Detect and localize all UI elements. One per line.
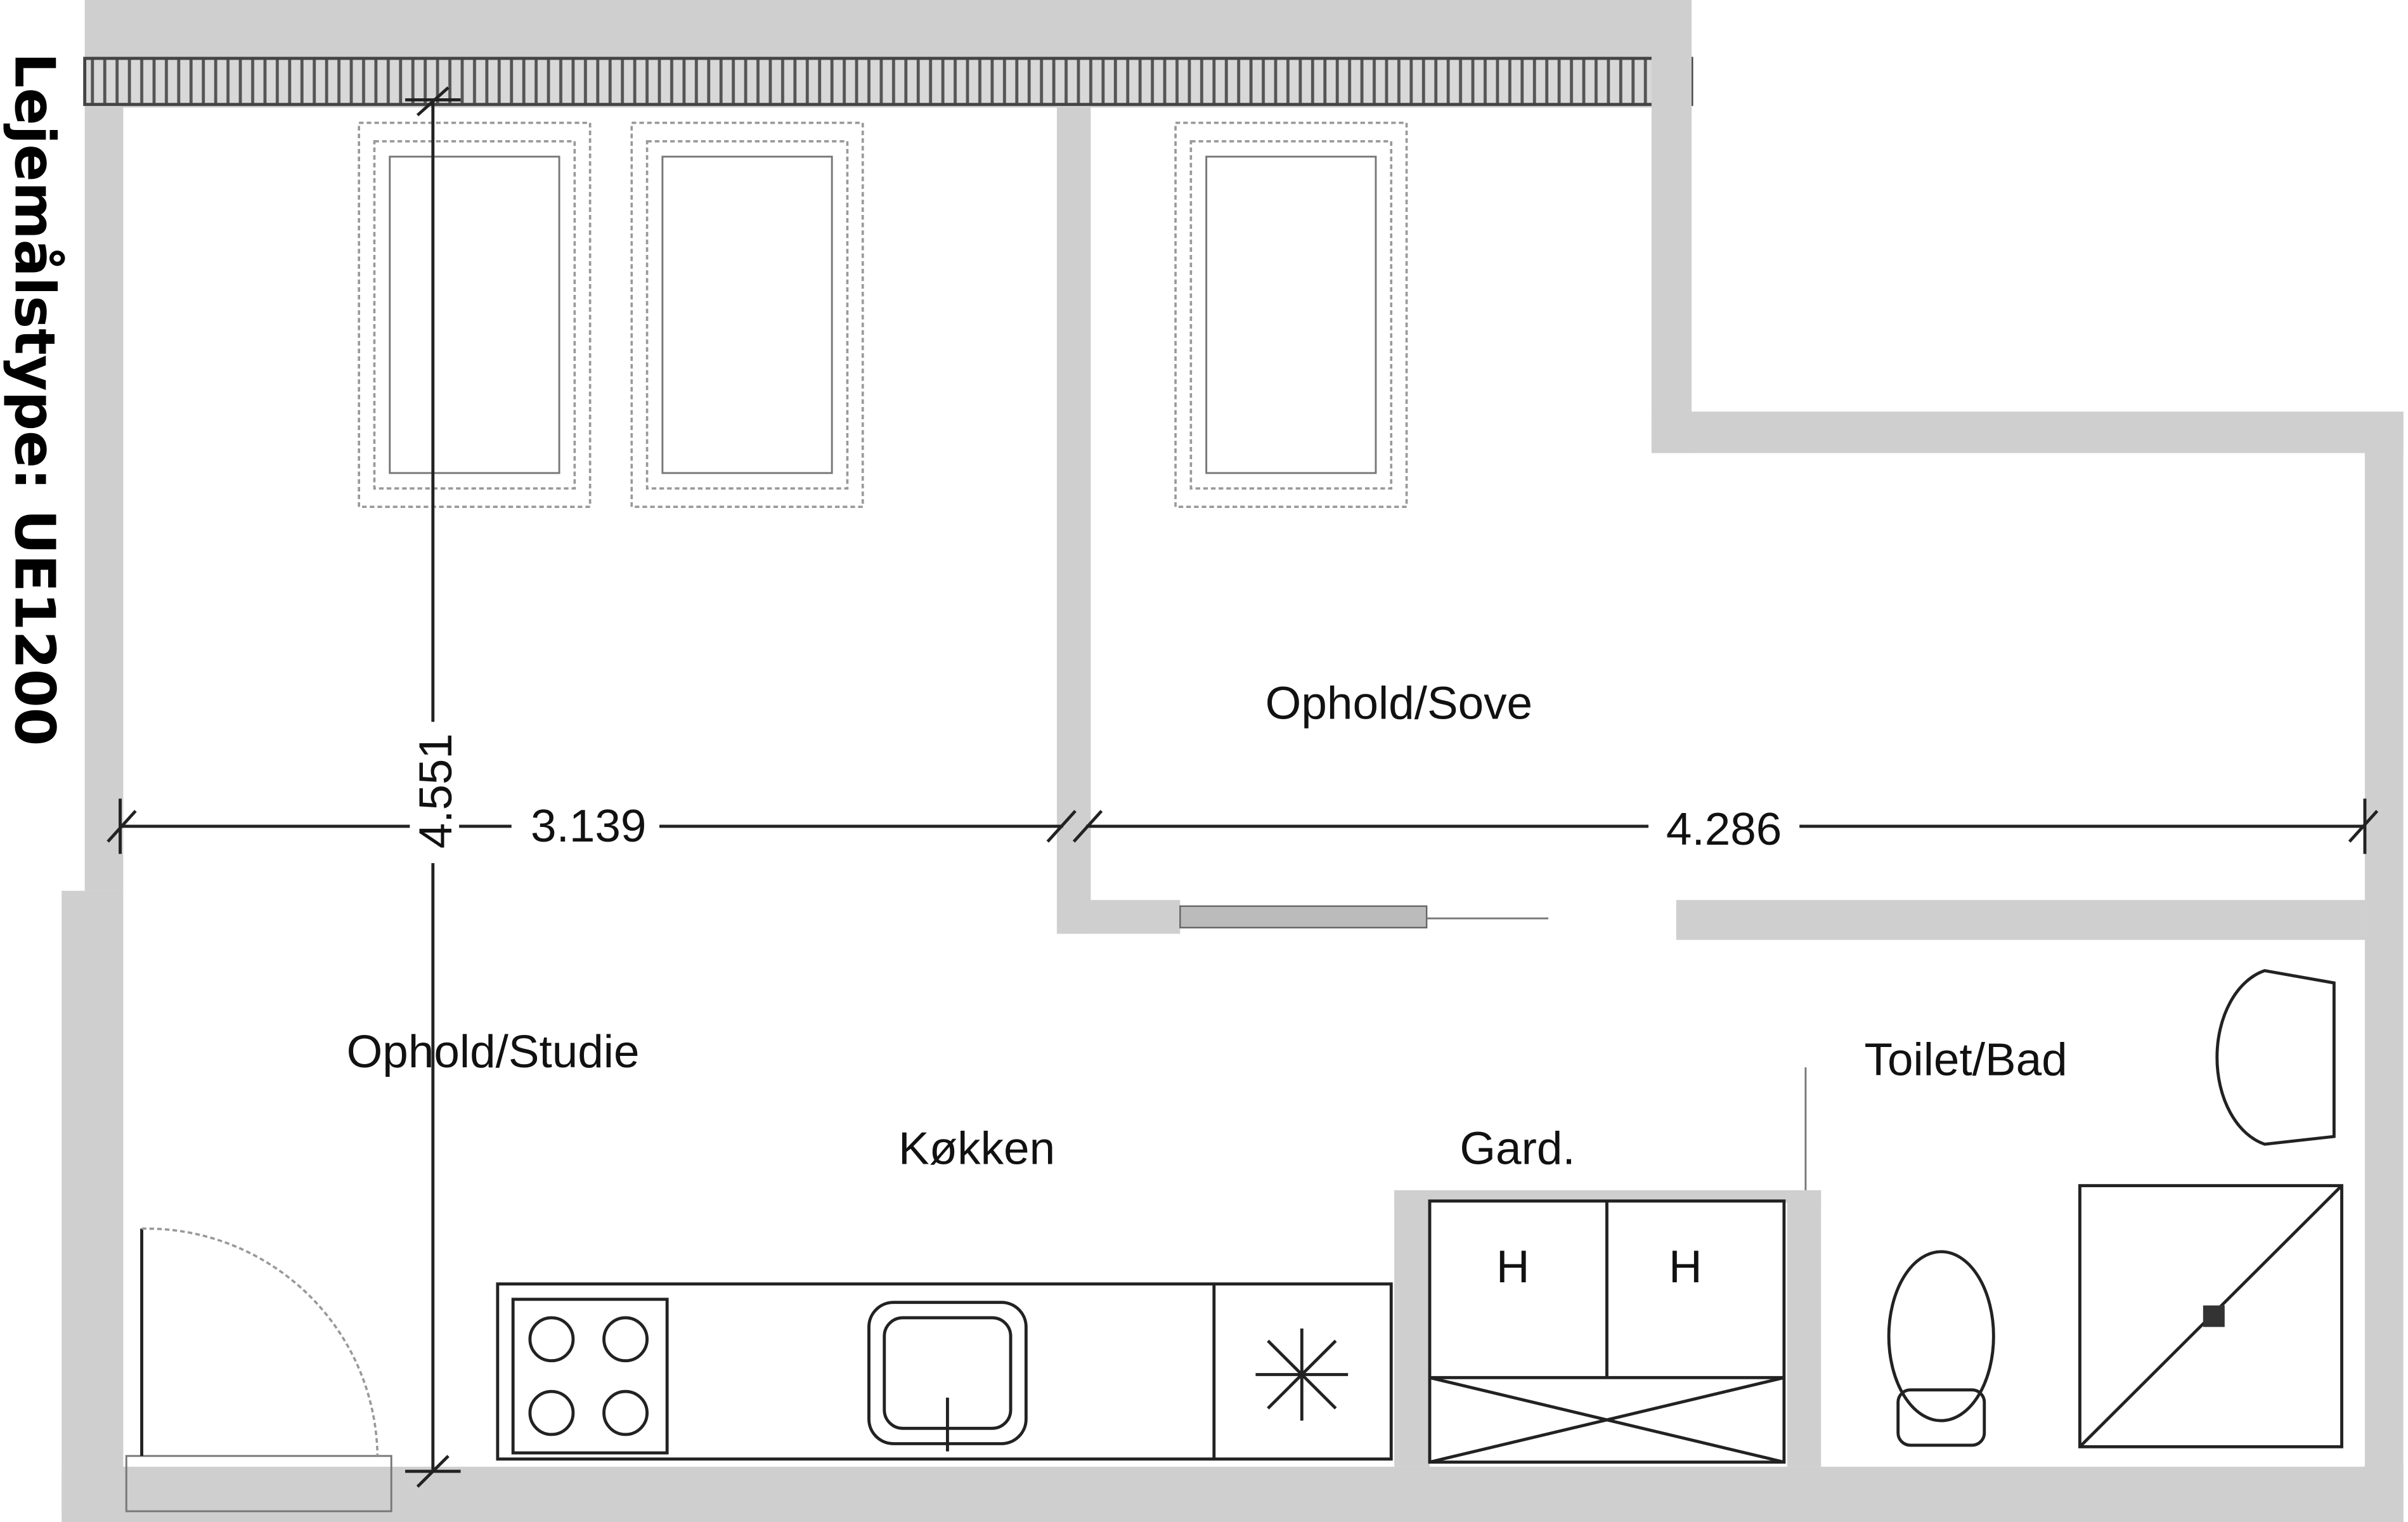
kitchen-counter [496, 1282, 1393, 1461]
walls [61, 0, 2404, 1522]
wardrobe-mark: H [1496, 1241, 1530, 1292]
wardrobe: H H [1428, 1199, 1786, 1464]
wardrobe-mark: H [1669, 1241, 1702, 1292]
dimension-width-left: 3.139 [531, 800, 646, 852]
unit-type-title: Lejemålstype: UE1200 [2, 53, 67, 746]
dimension-height: 4.551 [410, 733, 462, 849]
dimension-width-right: 4.286 [1666, 803, 1782, 855]
windows [358, 121, 1408, 509]
sliding-door [1179, 905, 1549, 928]
room-label-ophold-studie: Ophold/Studie [347, 1026, 640, 1077]
room-label-wardrobe: Gard. [1460, 1123, 1575, 1174]
room-label-kitchen: Køkken [898, 1123, 1055, 1174]
room-label-ophold-sove: Ophold/Sove [1265, 678, 1532, 729]
entry-door [125, 1227, 392, 1512]
bathroom-fixtures [1804, 969, 2343, 1448]
room-label-toilet-bath: Toilet/Bad [1865, 1034, 2068, 1085]
dimension-lines [107, 86, 2379, 1488]
